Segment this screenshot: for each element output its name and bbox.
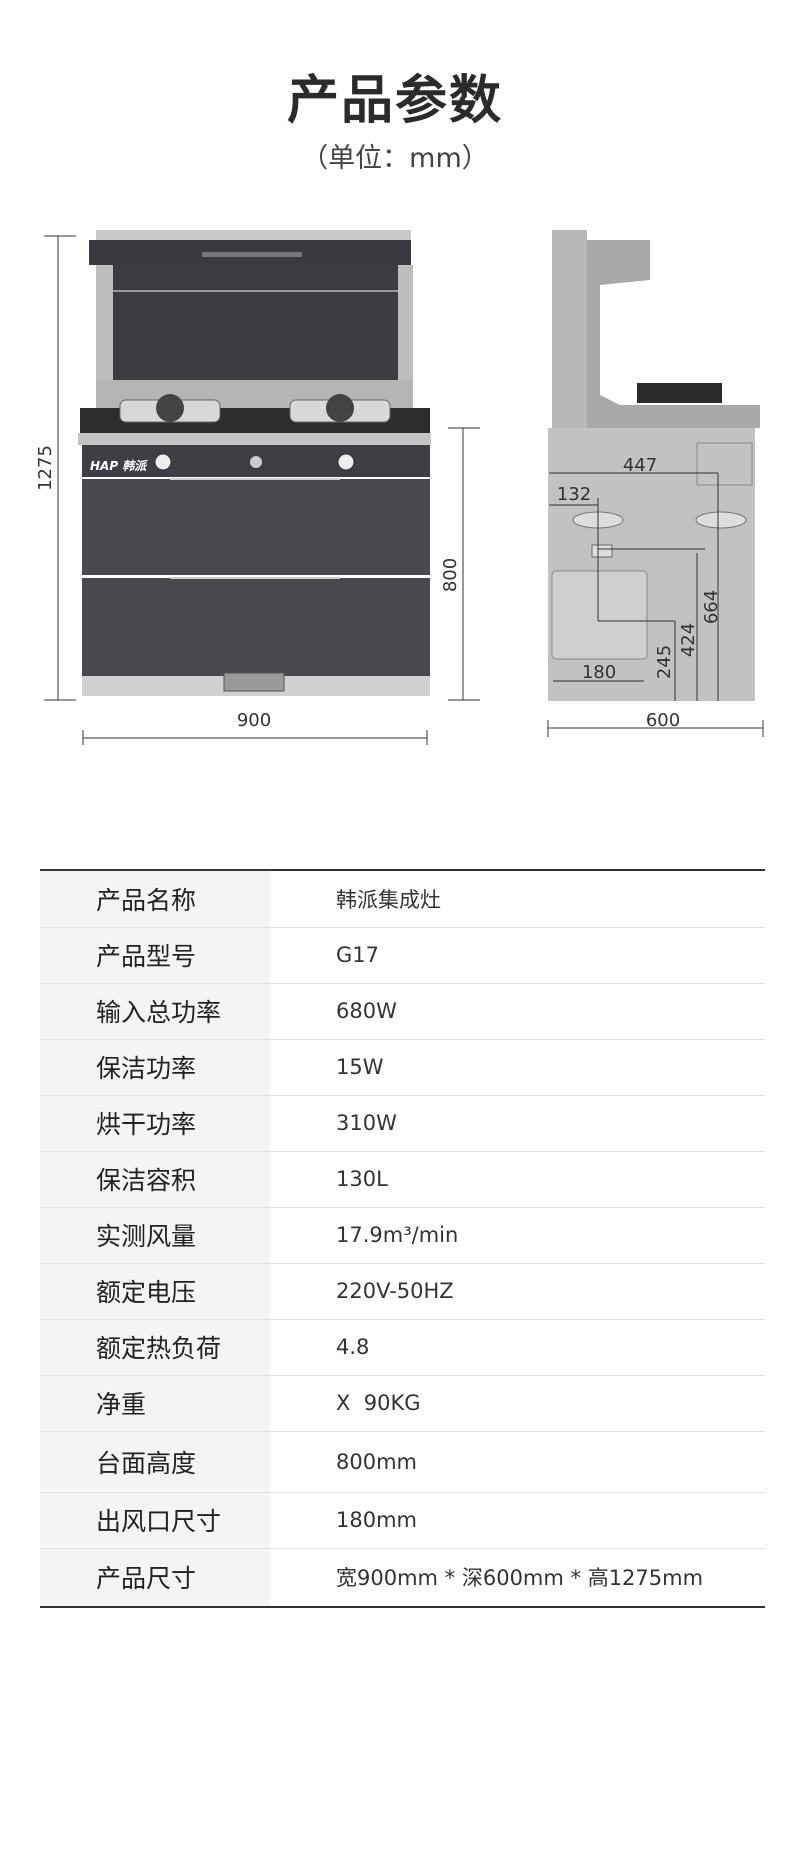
spec-label: 出风口尺寸 [40,1492,270,1549]
table-row: 产品尺寸 宽900mm * 深600mm * 高1275mm [40,1548,765,1607]
dim-447-label: 447 [623,455,657,476]
spec-label: 净重 [40,1375,270,1432]
width-900-label: 900 [237,710,271,731]
spec-label: 产品尺寸 [40,1548,270,1607]
side-dimension-lines [547,472,764,737]
spec-label: 产品名称 [40,870,270,928]
spec-value: 680W [270,983,765,1040]
unit-subtitle: （单位：mm） [301,143,489,174]
spec-label: 实测风量 [40,1207,270,1264]
spec-value: 180mm [270,1492,765,1549]
spec-label: 额定电压 [40,1263,270,1320]
dim-664-label: 664 [701,590,722,624]
spec-value: 130L [270,1151,765,1208]
spec-label: 保洁功率 [40,1039,270,1096]
spec-label: 输入总功率 [40,983,270,1040]
spec-value: 15W [270,1039,765,1096]
spec-label: 产品型号 [40,927,270,984]
spec-value: 17.9m³/min [270,1207,765,1264]
table-row: 产品名称韩派集成灶 [40,870,765,928]
spec-value: X 90KG [270,1375,765,1432]
spec-value: 4.8 [270,1319,765,1376]
spec-value: 310W [270,1095,765,1152]
spec-label: 保洁容积 [40,1151,270,1208]
spec-value: G17 [270,927,765,984]
height-1275-label: 1275 [35,445,56,491]
dimension-diagram: HAP 韩派 1275 800 900 [35,230,764,745]
spec-label: 台面高度 [40,1431,270,1493]
spec-value: 800mm [270,1431,765,1493]
spec-value: 宽900mm * 深600mm * 高1275mm [336,1566,704,1591]
spec-value: 韩派集成灶 [270,870,765,928]
side-view-stove [548,230,760,701]
brand-logo: HAP 韩派 [90,459,148,473]
height-800-label: 800 [440,558,461,592]
depth-600-label: 600 [646,710,680,731]
dim-245-label: 245 [654,645,675,679]
spec-label: 额定热负荷 [40,1319,270,1376]
front-view-stove: HAP 韩派 [78,230,431,696]
dim-180-label: 180 [582,662,616,683]
spec-value: 220V-50HZ [270,1263,765,1320]
page-title: 产品参数 [286,71,503,131]
front-dimension-lines [44,235,480,745]
dim-132-label: 132 [557,484,591,505]
dim-424-label: 424 [678,623,699,657]
spec-label: 烘干功率 [40,1095,270,1152]
